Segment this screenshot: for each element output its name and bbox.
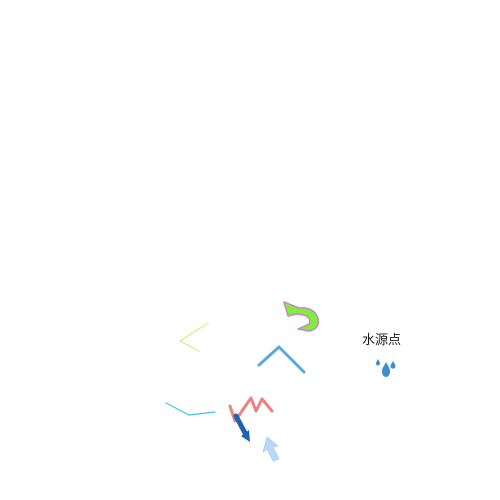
water-drops-icon[interactable] [374,358,400,382]
green-curved-arrow[interactable] [283,301,320,332]
red-zigzag-stroke[interactable] [228,396,274,423]
light-blue-arrow[interactable] [262,436,280,462]
yellow-angle-stroke[interactable] [179,322,209,352]
cyan-stroke[interactable] [165,402,216,416]
water-source-label[interactable]: 水源点 [362,333,402,348]
dark-blue-arrow[interactable] [233,413,250,442]
blue-chevron-stroke[interactable] [257,345,306,374]
